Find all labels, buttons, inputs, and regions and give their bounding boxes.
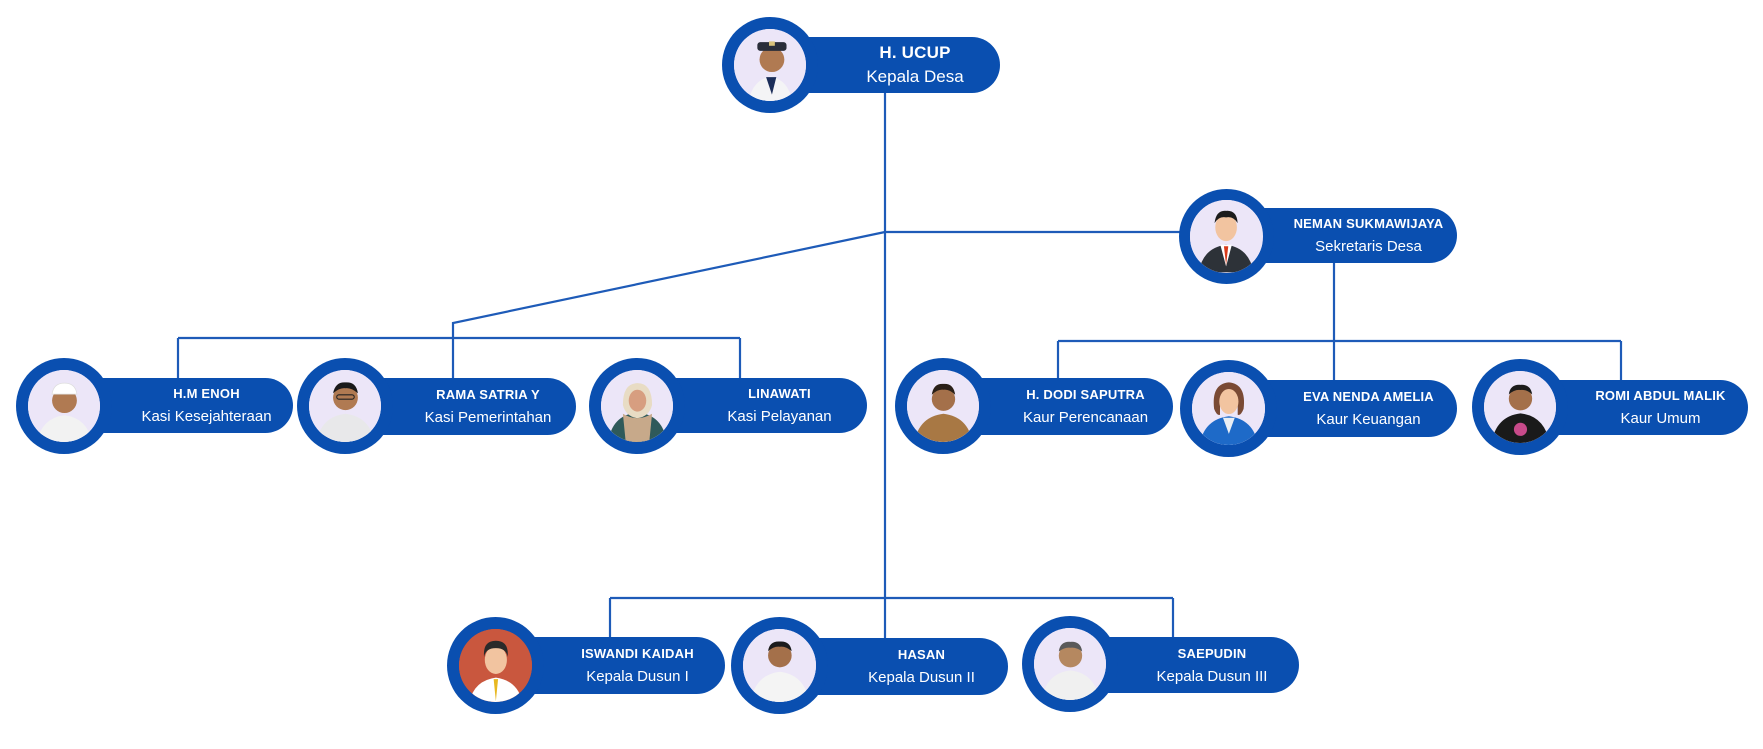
avatar [1180, 360, 1277, 457]
pill: EVA NENDA AMELIA Kaur Keuangan [1240, 380, 1457, 437]
pill: ISWANDI KAIDAH Kepala Dusun I [510, 637, 725, 694]
pill: RAMA SATRIA Y Kasi Pemerintahan [360, 378, 576, 435]
person-role: Kepala Desa [866, 67, 964, 86]
person-name: SAEPUDIN [1177, 645, 1247, 661]
person-name: HASAN [897, 647, 946, 662]
male-avatar-icon [1190, 200, 1263, 273]
person-role: Kasi Pemerintahan [424, 409, 552, 426]
avatar [895, 358, 991, 454]
avatar [297, 358, 393, 454]
person-photo-icon [742, 628, 817, 703]
avatar [1022, 616, 1118, 712]
pill: H.M ENOH Kasi Kesejahteraan [80, 378, 293, 433]
kasi-branch-line [451, 230, 886, 338]
person-photo-icon [600, 369, 674, 443]
person-photo-icon [906, 369, 980, 443]
person-photo-icon [1483, 370, 1557, 444]
pill: ROMI ABDUL MALIK Kaur Umum [1533, 380, 1748, 435]
avatar [589, 358, 685, 454]
person-role: Kasi Pelayanan [727, 408, 832, 425]
person-name: RAMA SATRIA Y [436, 387, 540, 402]
person-photo-icon [1033, 627, 1107, 701]
pill: NEMAN SUKMAWIJAYA Sekretaris Desa [1240, 208, 1457, 263]
avatar [1472, 359, 1568, 455]
pill: H. DODI SAPUTRA Kaur Perencanaan [958, 378, 1173, 435]
pill: LINAWATI Kasi Pelayanan [652, 378, 867, 433]
person-name: H. DODI SAPUTRA [1026, 387, 1145, 402]
person-role: Kepala Dusun I [586, 668, 689, 685]
person-role: Sekretaris Desa [1315, 238, 1422, 255]
avatar [16, 358, 112, 454]
person-role: Kaur Keuangan [1316, 411, 1421, 428]
male-avatar-icon [458, 628, 533, 703]
avatar [447, 617, 544, 714]
female-avatar-icon [1191, 371, 1266, 446]
person-name: NEMAN SUKMAWIJAYA [1293, 216, 1444, 231]
avatar [731, 617, 828, 714]
person-role: Kepala Dusun III [1156, 667, 1268, 685]
avatar [722, 17, 818, 113]
person-role: Kaur Perencanaan [1022, 409, 1149, 426]
person-role: Kasi Kesejahteraan [141, 408, 272, 425]
person-role: Kepala Dusun II [868, 669, 975, 686]
person-name: LINAWATI [748, 386, 811, 401]
person-photo-icon [733, 28, 807, 102]
person-name: ROMI ABDUL MALIK [1595, 388, 1726, 403]
person-name: H.M ENOH [173, 386, 240, 401]
person-name: ISWANDI KAIDAH [581, 646, 694, 661]
person-photo-icon [27, 369, 101, 443]
person-photo-icon [308, 369, 382, 443]
pill: HASAN Kepala Dusun II [795, 638, 1008, 695]
person-name: H. UCUP [879, 43, 951, 62]
avatar [1179, 189, 1274, 284]
pill: H. UCUP Kepala Desa [790, 37, 1000, 93]
person-name: EVA NENDA AMELIA [1303, 389, 1434, 404]
pill: SAEPUDIN Kepala Dusun III [1085, 637, 1299, 693]
person-role: Kaur Umum [1620, 410, 1701, 427]
